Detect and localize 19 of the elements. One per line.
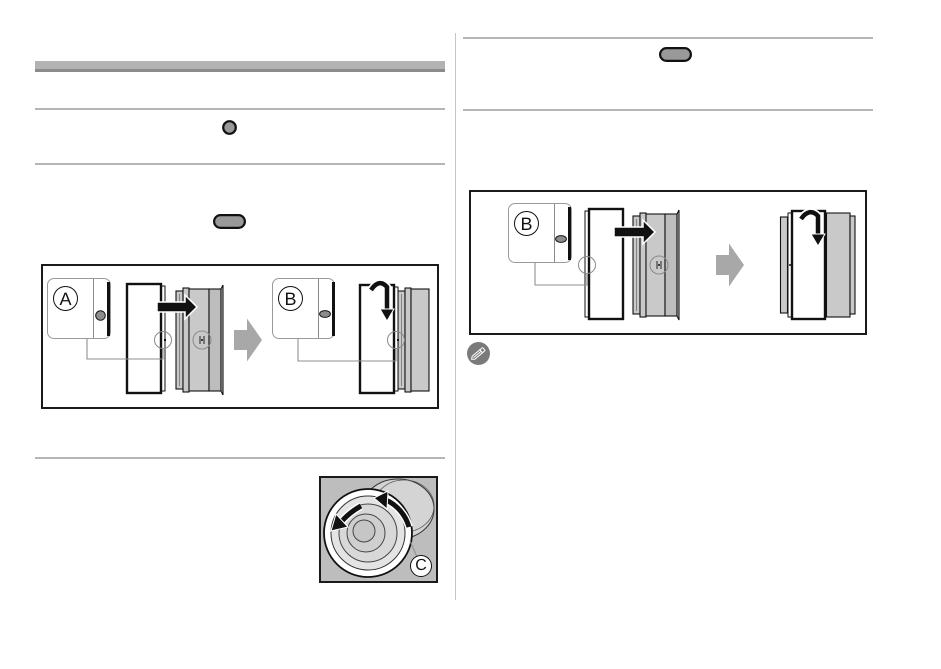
callout-letter: A <box>53 286 78 311</box>
leader-line <box>534 263 588 286</box>
index-mark-highlight <box>578 256 596 274</box>
callout-letter: C <box>410 555 432 577</box>
callout-letter: B <box>278 286 303 311</box>
index-mark-highlight <box>387 331 405 349</box>
leader-line <box>297 339 397 362</box>
index-mark-highlight <box>154 331 172 349</box>
inset-panel <box>508 203 572 263</box>
inset-panel <box>47 278 111 339</box>
lens-mounting-drawing <box>125 282 224 397</box>
step-arrow <box>716 244 744 286</box>
step-arrow <box>234 318 262 362</box>
lens-mounting-drawing <box>583 207 681 322</box>
leader-line <box>410 540 418 556</box>
lens-mounting-drawing <box>358 278 431 396</box>
leader-line <box>86 339 164 360</box>
inset-panel <box>272 278 335 339</box>
callout-letter: B <box>514 211 539 236</box>
